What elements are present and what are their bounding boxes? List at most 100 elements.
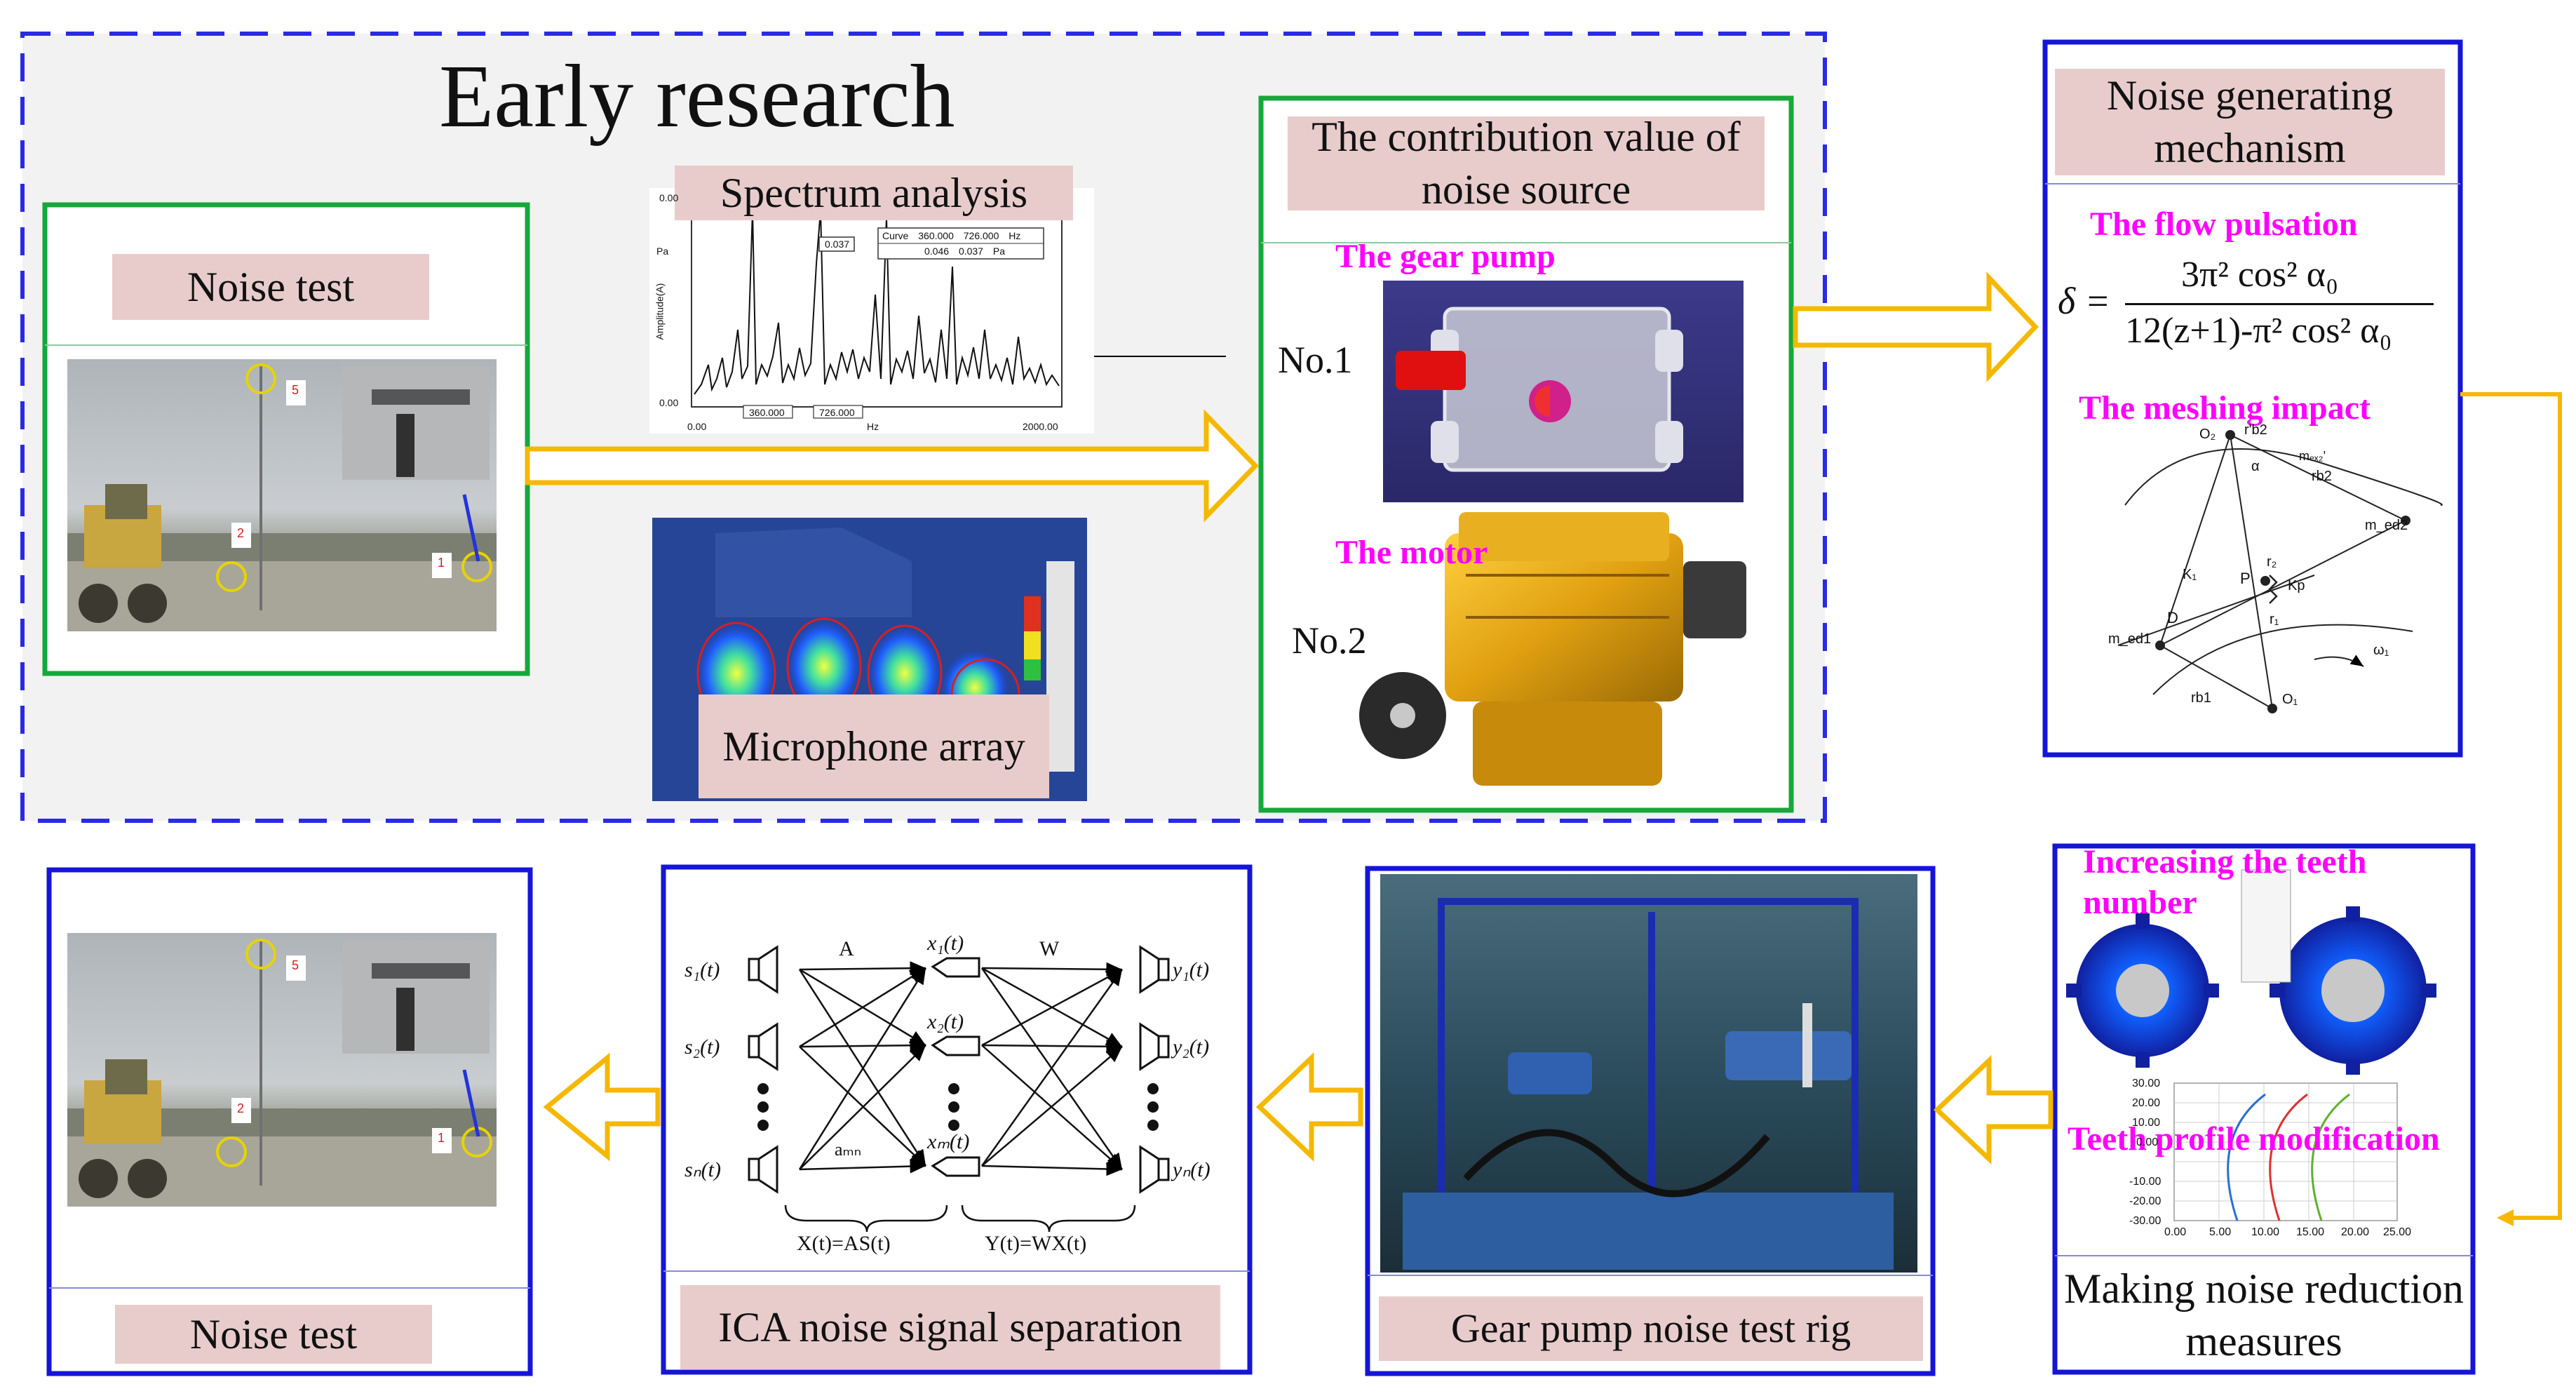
plot-x-tick: 15.00 [2296,1226,2325,1238]
arrow-to-ica [1255,1052,1363,1162]
formula-numerator: 3π² cos² α₀ [2181,255,2339,295]
profile-modification-label: Teeth profile modification [2068,1120,2440,1157]
spectrum-x-unit: Hz [867,421,879,432]
flow-pulsation-label: The flow pulsation [2090,206,2358,243]
measures-title: Making noise reduction measures [2064,1266,2464,1364]
spectrum-y-unit: Pa [656,246,669,257]
arrow-to-final-noise-test [543,1052,661,1162]
spectrum-x-tick-right: 2000.00 [1023,421,1058,432]
meshing-sketch [2117,430,2443,713]
plot-x-tick: 5.00 [2209,1226,2232,1238]
profile-modification-plot [2173,1082,2398,1221]
plot-y-tick: -10.00 [2129,1176,2162,1188]
spectrum-plot [649,188,1094,434]
formula-lhs: δ = [2058,280,2111,322]
test-rig-title: Gear pump noise test rig [1379,1296,1923,1361]
spectrum-marker-1: 360.000 [749,407,785,418]
ica-output-1: y₁(t) [1173,958,1210,981]
spectrum-y-label: Amplitude(A) [654,283,666,340]
legend-cell: 0.046 [924,246,950,257]
ica-output-n: yₙ(t) [1173,1158,1211,1181]
noise-test-label: Noise test [112,254,429,320]
arrow-to-measures [2460,392,2562,1220]
legend-cell: Pa [992,246,1005,257]
ica-amn-label: aₘₙ [835,1139,862,1160]
sketch-label-p: P [2240,570,2251,587]
noise-test-photo-bottom [67,933,497,1207]
spectrum-legend-row2: 0.046 0.037 Pa [924,246,1005,257]
microphone-array-label: Microphone array [699,694,1049,798]
ica-mixture-m: xₘ(t) [927,1130,970,1153]
plot-x-tick: 25.00 [2383,1226,2412,1238]
sketch-label-med2: m_ed2 [2365,518,2408,533]
final-noise-test-label: Noise test [115,1305,432,1364]
sketch-label-kp: Kp [2288,578,2305,593]
marker-1-top: 1 [438,556,445,570]
marker-5-top: 5 [292,383,299,397]
no1-label: No.1 [1278,339,1353,381]
plot-x-tick: 10.00 [2251,1226,2280,1238]
marker-1-bottom: 1 [438,1131,445,1145]
spectrum-y-tick-bottom: 0.00 [659,397,679,408]
test-rig-photo [1380,874,1917,1273]
marker-2-top: 2 [237,526,245,540]
ica-mixture-1: x₁(t) [927,932,964,955]
ica-source-n: sₙ(t) [685,1158,721,1181]
gear-images [2066,869,2436,1075]
motor-label: The motor [1335,534,1488,571]
sketch-label-omega1: ω₁ [2373,643,2389,658]
sketch-label-o2: O₂ [2199,427,2216,442]
gear-pump-label: The gear pump [1335,238,1556,275]
ica-eq2: Y(t)=WX(t) [985,1232,1087,1255]
ica-mixture-2: x₂(t) [927,1010,964,1033]
spectrum-y-tick-top: 0.00 [659,192,679,203]
spectrum-x-tick-left: 0.00 [687,421,707,432]
sketch-label-rb2: rb2 [2312,469,2332,484]
increasing-teeth-label: Increasing the teeth number [2083,843,2367,921]
plot-x-tick: 20.00 [2341,1226,2370,1238]
sketch-label-d: D [2167,609,2178,626]
ica-output-2: y₂(t) [1173,1035,1210,1059]
ica-network [748,945,1170,1233]
arrow-to-test-rig [1933,1054,2054,1165]
gear-pump-image [1383,281,1744,502]
arrow-to-contribution [525,409,1259,523]
ica-source-1: s₁(t) [685,958,720,981]
spectrum-peak-label: 0.037 [825,239,850,250]
formula-fraction-bar [2125,303,2434,305]
legend-cell: 360.000 [918,230,954,241]
early-research-title: Early research [439,46,955,146]
legend-cell: Hz [1009,230,1021,241]
sketch-label-rb2p: r'b2 [2244,422,2267,438]
formula-denominator: 12(z+1)-π² cos² α₀ [2125,311,2392,351]
mechanism-title: Noise generating mechanism [2055,69,2445,175]
marker-2-bottom: 2 [237,1101,245,1115]
sketch-label-r1: r₁ [2270,612,2279,627]
plot-y-tick: 20.00 [2132,1097,2161,1109]
plot-y-tick: 30.00 [2132,1078,2161,1089]
sketch-label-r2: r₂ [2267,554,2277,570]
arrow-to-mechanism [1793,271,2039,382]
motor-image [1355,504,1773,805]
ica-a-label: A [839,937,854,960]
noise-test-photo-top [67,359,497,631]
ica-w-label: W [1039,937,1060,960]
meshing-impact-label: The meshing impact [2079,389,2371,427]
sketch-label-k1: K₁ [2183,567,2197,582]
contribution-label: The contribution value of noise source [1288,114,1765,213]
spectrum-legend-row1: Curve 360.000 726.000 Hz [882,230,1020,241]
ica-eq1: X(t)=AS(t) [797,1232,891,1255]
spectrum-analysis-label: Spectrum analysis [675,166,1073,220]
plot-y-tick: -30.00 [2129,1215,2162,1227]
sketch-label-mex2: mₑₓ₂' [2299,449,2326,463]
sketch-label-med1: m_ed1 [2108,631,2152,647]
ica-title: ICA noise signal separation [680,1285,1220,1369]
sketch-label-alpha: α [2251,459,2260,474]
ica-source-2: s₂(t) [685,1035,720,1059]
legend-cell: 726.000 [963,230,999,241]
spectrum-marker-2: 726.000 [819,407,855,418]
legend-cell: 0.037 [958,246,983,257]
sketch-label-rb1: rb1 [2191,690,2211,706]
sketch-label-o1: O₁ [2282,692,2298,707]
